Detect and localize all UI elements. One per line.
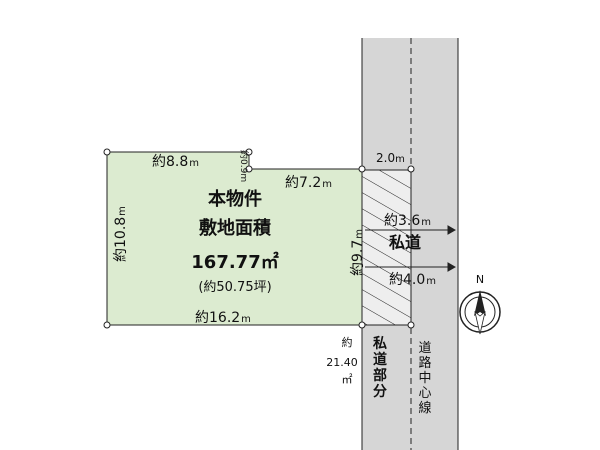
property-area-m2: 167.77㎡: [191, 251, 278, 273]
corner-markers: [103, 148, 415, 329]
compass-icon: N: [459, 273, 501, 335]
road-centerline-label: 道 路 中 心 線: [418, 341, 431, 416]
private-road-portion-label: 私 道 部 分: [373, 335, 387, 400]
svg-text:部: 部: [373, 367, 387, 384]
property-title-line1: 本物件: [208, 188, 262, 210]
road-width-arrow-1: [365, 225, 457, 235]
dim-bottom: 約16.2m: [195, 310, 251, 326]
portion-area-prefix: 約: [342, 335, 353, 349]
svg-text:心: 心: [418, 386, 431, 401]
dim-road-width-2: 約4.0m: [389, 272, 436, 288]
svg-text:道: 道: [418, 341, 431, 356]
dim-right: 約9.7m: [350, 229, 366, 276]
portion-area-value: 21.40: [326, 356, 358, 369]
svg-text:分: 分: [373, 384, 387, 400]
road-width-arrow-2: [365, 262, 457, 272]
private-road-label: 私道: [389, 233, 421, 252]
dim-top-left: 約8.8m: [152, 154, 199, 170]
dim-road-private-width: 2.0m: [376, 151, 405, 165]
svg-text:中: 中: [418, 371, 431, 386]
svg-text:道: 道: [373, 351, 387, 368]
dim-top-right: 約7.2m: [285, 175, 332, 191]
dim-notch: 約0.9m: [238, 150, 250, 182]
property-area-tsubo: (約50.75坪): [198, 280, 271, 295]
svg-text:私: 私: [373, 335, 387, 352]
compass-north-label: N: [476, 273, 484, 286]
dim-road-width-1: 約3.6m: [384, 213, 431, 229]
svg-text:線: 線: [418, 400, 431, 416]
property-title-line2: 敷地面積: [199, 217, 272, 239]
dim-left: 約10.8m: [113, 206, 129, 262]
portion-area-unit: ㎡: [342, 373, 353, 386]
svg-text:路: 路: [418, 355, 431, 371]
